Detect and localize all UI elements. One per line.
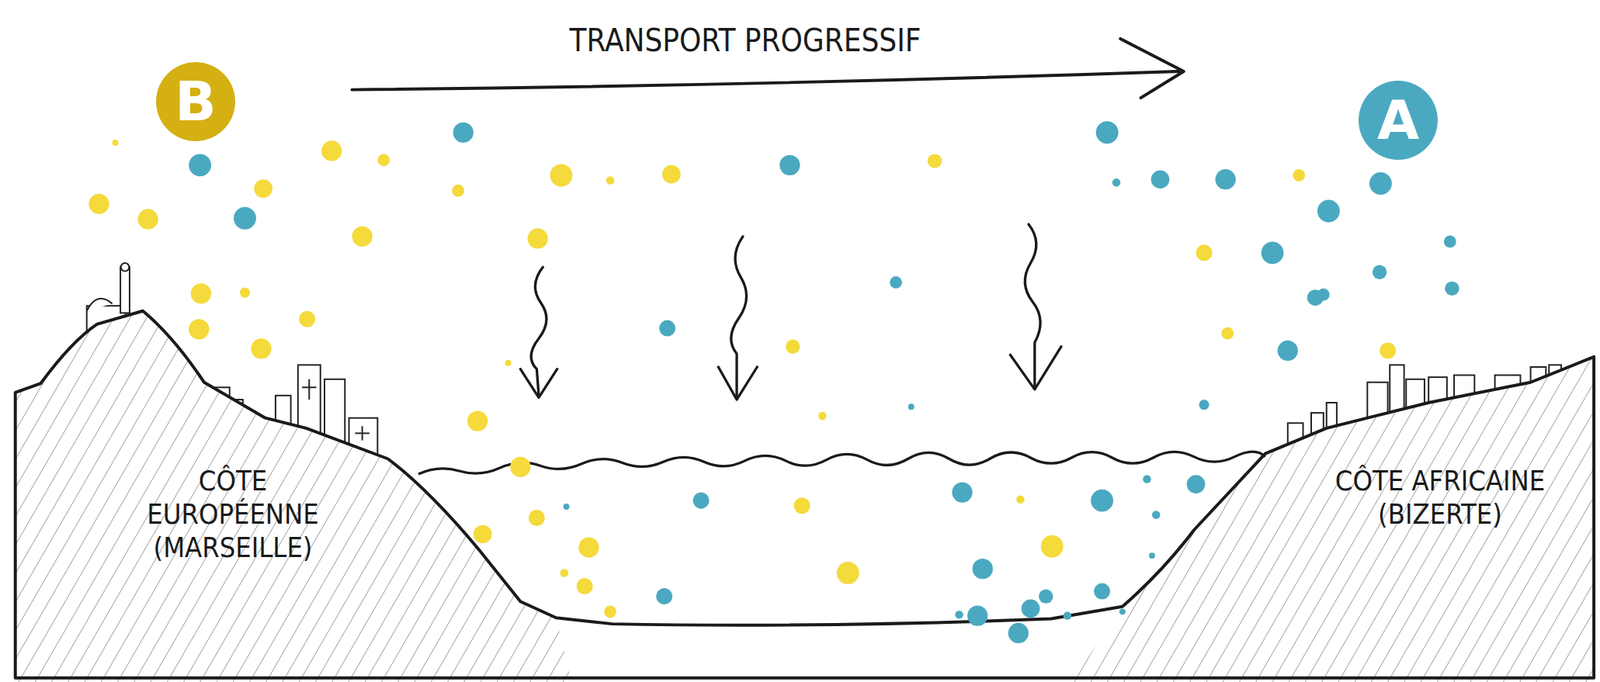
sea-surface — [418, 451, 1266, 475]
european-coast — [15, 311, 572, 682]
marker-letter: B — [174, 74, 216, 129]
coast-label: CÔTE AFRICAINE (BIZERTE) — [1323, 464, 1557, 532]
yellow-particles — [88, 139, 1396, 618]
seabed-outline — [15, 311, 1594, 679]
coast-label: CÔTE EUROPÉENNE (MARSEILLE) — [116, 464, 350, 566]
blue-particles — [188, 121, 1459, 644]
african-coast — [1071, 357, 1594, 682]
source-marker: A — [1357, 79, 1439, 161]
circle-fill — [156, 62, 236, 142]
source-marker: B — [155, 61, 237, 143]
circle-fill — [1358, 80, 1438, 160]
marker-letter: A — [1377, 93, 1420, 148]
flow-label: TRANSPORT PROGRESSIF — [512, 21, 979, 60]
deposition-arrows — [520, 224, 1062, 400]
